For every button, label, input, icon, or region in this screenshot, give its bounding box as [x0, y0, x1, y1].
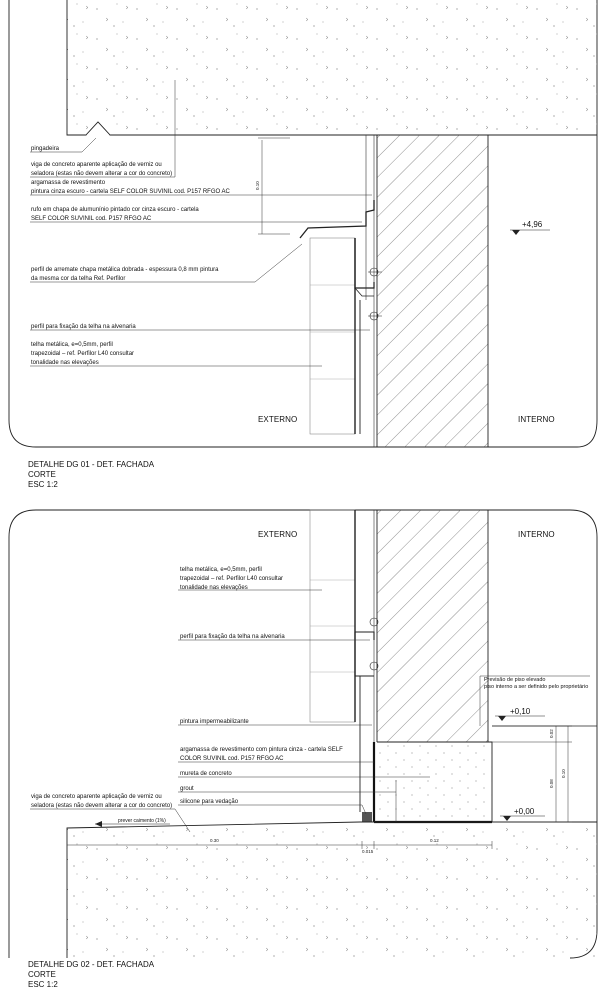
detail-1-frame	[8, 0, 598, 448]
floor-note: Previsão de piso elevado piso interno a …	[479, 675, 597, 727]
vertical-dimension: 0.10	[255, 137, 290, 235]
caption-detail-1: DETALHE DG 01 - DET. FACHADA CORTE ESC 1…	[28, 460, 154, 490]
callout-trim-1: perfil de arremate chapa metálica dobrad…	[31, 267, 219, 273]
concrete-slab	[66, 821, 597, 958]
metal-roof-panel	[309, 237, 361, 435]
dim-010: 0.10	[561, 769, 566, 778]
level-top: +0,10	[510, 707, 531, 716]
callout2-beam-2: seladora (estas não devem alterar a cor …	[31, 803, 172, 809]
dimension-label: 0.10	[255, 181, 260, 190]
sealant-icon	[362, 812, 372, 822]
dim-012: 0.12	[430, 838, 439, 843]
label-interno: INTERNO	[518, 415, 555, 424]
callout-panel-2: trapezoidal – ref. Perfilor L40 consulta…	[31, 351, 134, 357]
callout2-grout: grout	[180, 786, 194, 792]
caption-2-type: CORTE	[28, 970, 56, 979]
screw-icon	[369, 661, 379, 671]
slope-label: prever caimento (1%)	[118, 818, 166, 824]
concrete-curb	[362, 741, 493, 824]
callout-render-2: pintura cinza escuro - cartela SELF COLO…	[31, 189, 231, 195]
label-interno-2: INTERNO	[518, 530, 555, 539]
caption-1-type: CORTE	[28, 470, 56, 479]
dim-008: 0.08	[549, 779, 554, 788]
leader-lines	[30, 80, 372, 367]
dim-030: 0.30	[210, 838, 219, 843]
label-externo: EXTERNO	[258, 415, 297, 424]
caption-detail-2: DETALHE DG 02 - DET. FACHADA CORTE ESC 1…	[28, 960, 154, 990]
callout-drip: pingadeira	[31, 146, 60, 152]
drip-groove-icon	[85, 121, 111, 136]
callout-panel-1: telha metálica, e=0,5mm, perfil	[31, 342, 113, 348]
callout-beam-1: viga de concreto aparente aplicação de v…	[31, 162, 162, 168]
caption-1-scale: ESC 1:2	[28, 480, 58, 489]
callout2-waterproof: pintura impermeabilizante	[180, 719, 249, 725]
metal-flashing	[299, 200, 382, 321]
dim-0015: 0.015	[362, 849, 374, 854]
callout2-panel-1: telha metálica, e=0,5mm, perfil	[180, 567, 262, 573]
callout-profile: perfil para fixação da telha na alvenari…	[31, 324, 136, 330]
masonry-wall	[365, 135, 489, 447]
level-marker: +4,96	[510, 220, 550, 235]
callout2-profile: perfil para fixação da telha na alvenari…	[180, 634, 285, 640]
callout-flashing-1: rufo em chapa de alumunínio pintado cor …	[31, 207, 199, 213]
callout2-silicone: silicone para vedação	[180, 799, 239, 805]
level-marker-top: +0,10	[495, 707, 545, 721]
dim-002: 0.02	[549, 729, 554, 738]
metal-roof-panel-2	[309, 509, 379, 812]
detail-1: 0.10 +4,96 pingadeira viga de concreto a…	[8, 0, 598, 448]
callout2-render-2: COLOR SUVINIL cod. P157 RFGO AC	[180, 756, 284, 762]
floor-note-1: Previsão de piso elevado	[484, 677, 545, 683]
detail-2: 0.30 0.015 0.12 0.02 0.08 0.10 Previsão …	[8, 509, 598, 959]
level-bottom: +0,00	[514, 807, 535, 816]
callout-flashing-2: SELF COLOR SUVINIL cod. P157 RFGO AC	[31, 216, 152, 222]
callout2-panel-2: trapezoidal – ref. Perfilor L40 consulta…	[180, 576, 283, 582]
arrow-left-icon	[95, 821, 102, 827]
caption-1-title: DETALHE DG 01 - DET. FACHADA	[28, 460, 155, 469]
slope-note: prever caimento (1%)	[95, 818, 170, 827]
concrete-beam	[66, 0, 597, 136]
label-externo-2: EXTERNO	[258, 530, 297, 539]
callout-panel-3: tonalidade nas elevações	[31, 360, 99, 366]
callout2-curb: mureta de concreto	[180, 771, 232, 777]
caption-2-title: DETALHE DG 02 - DET. FACHADA	[28, 960, 155, 969]
callout2-render-1: argamassa de revestimento com pintura ci…	[180, 747, 343, 753]
callout-beam-2: seladora (estas não devem alterar a cor …	[31, 171, 172, 177]
screw-icon	[369, 617, 379, 627]
level-label: +4,96	[522, 220, 543, 229]
floor-note-2: piso interno a ser definido pelo proprie…	[484, 684, 588, 690]
level-marker-bottom: +0,00	[500, 807, 545, 821]
caption-2-scale: ESC 1:2	[28, 980, 58, 989]
callout-render-1: argamassa de revestimento	[31, 180, 106, 186]
callout2-beam-1: viga de concreto aparente aplicação de v…	[31, 794, 162, 800]
masonry-wall-2	[373, 510, 489, 742]
callout-trim-2: da mesma cor da telha Ref. Perfilor	[31, 276, 125, 282]
callout2-panel-3: tonalidade nas elevações	[180, 585, 248, 591]
leader-lines-2	[30, 589, 430, 833]
